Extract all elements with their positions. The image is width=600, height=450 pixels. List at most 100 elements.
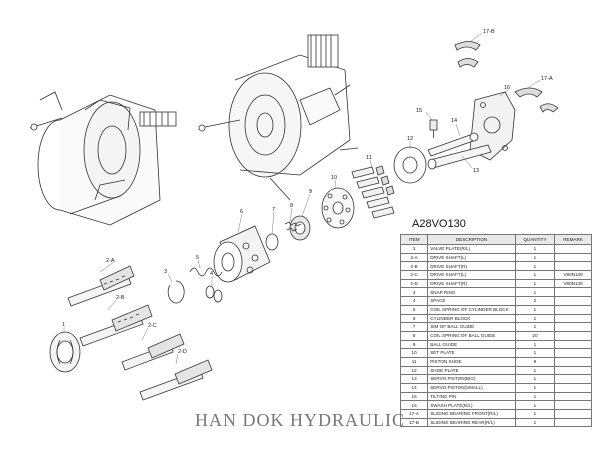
- cell-quantity: 1: [514, 383, 556, 393]
- cell-quantity: 1: [514, 278, 556, 289]
- cell-description: SET PLATE: [427, 348, 516, 358]
- cell-remark: [554, 296, 592, 306]
- sliding-bearings: [454, 41, 559, 113]
- cell-item: 2-A: [399, 252, 429, 263]
- cell-remark: [554, 374, 592, 384]
- callout-9: 9: [309, 189, 312, 195]
- callout-2a: 2-A: [106, 258, 115, 264]
- callout-2c: 2-C: [148, 323, 157, 329]
- cell-item: 10: [399, 348, 429, 358]
- cell-description: VALVE PLATE(R/L): [427, 244, 516, 254]
- cell-description: COIL SPRING OF CYLINDER BLOCK: [427, 304, 516, 315]
- cell-description: TILTING PIN: [427, 391, 516, 402]
- ball-guide-shim: [265, 233, 279, 251]
- cell-remark: [554, 365, 592, 376]
- callout-5: 5: [196, 255, 199, 261]
- ball-guide-coil-springs: [284, 221, 302, 232]
- cell-item: 11: [399, 356, 429, 367]
- drive-shaft-2a: [67, 265, 135, 307]
- cell-remark: [554, 391, 592, 402]
- callout-15: 15: [416, 108, 422, 114]
- callout-17a: 17-A: [541, 76, 553, 82]
- cell-remark: [554, 261, 592, 272]
- callout-1: 1: [62, 322, 65, 328]
- cell-quantity: 1: [514, 313, 556, 324]
- model-title: A28VO130: [412, 218, 466, 230]
- cell-item: 9: [399, 339, 429, 350]
- cell-remark: [554, 304, 592, 315]
- cell-item: 6: [399, 313, 429, 324]
- cell-quantity: 1: [514, 365, 556, 376]
- cell-description: SERVO PISTON(BIG): [427, 374, 516, 384]
- cell-item: 7: [399, 322, 429, 332]
- cell-description: DRIVE SHAFT(R): [427, 261, 516, 272]
- callout-12: 12: [407, 136, 413, 142]
- cell-remark: [554, 417, 592, 428]
- cell-item: 17-B: [399, 417, 429, 428]
- cell-item: 12: [399, 365, 429, 376]
- drive-shaft-2b: [79, 304, 153, 347]
- header-item: ITEM: [399, 234, 429, 245]
- cell-description: DRIVE SHAFT(R): [427, 278, 516, 289]
- servo-piston-big: [427, 144, 492, 170]
- cell-item: 1: [399, 244, 429, 254]
- drive-shaft-2d: [139, 359, 213, 401]
- cell-description: SERVO PISTON(SMALL): [427, 383, 516, 393]
- cell-item: 2-B: [399, 261, 429, 272]
- callout-7: 7: [272, 207, 275, 213]
- cell-item: 8: [399, 330, 429, 341]
- cell-quantity: 1: [514, 252, 556, 263]
- callout-4: 4: [210, 271, 213, 277]
- cell-item: 13: [399, 374, 429, 384]
- callout-8: 8: [290, 203, 293, 209]
- watermark: HAN DOK HYDRAULIC: [195, 410, 405, 430]
- valve-plate: [49, 331, 81, 373]
- callout-16: 16: [504, 85, 510, 91]
- header-remark: REMARK: [554, 234, 592, 245]
- cell-remark: [554, 244, 592, 254]
- callout-2b: 2-B: [116, 295, 125, 301]
- cell-description: SWASH PLATE(R/L): [427, 400, 516, 411]
- cell-description: DRIVE SHAFT(L): [427, 270, 516, 280]
- cell-remark: [554, 339, 592, 350]
- cell-description: SHOE PLATE: [427, 365, 516, 376]
- callout-10: 10: [331, 175, 337, 181]
- cell-quantity: 2: [514, 296, 556, 306]
- cell-quantity: 1: [514, 261, 556, 272]
- set-plate: [321, 187, 355, 229]
- parts-table-header: ITEM DESCRIPTION QUANTITY REMARK: [399, 234, 592, 245]
- cell-quantity: 1: [514, 244, 556, 254]
- cell-remark: [554, 287, 592, 298]
- cell-quantity: 1: [514, 339, 556, 350]
- cell-remark: [554, 313, 592, 324]
- cell-quantity: 1: [514, 287, 556, 298]
- cell-item: 3: [399, 287, 429, 298]
- cell-quantity: 20: [514, 330, 556, 341]
- cell-item: 15: [399, 391, 429, 402]
- cell-remark: [554, 383, 592, 393]
- cell-description: SNAP RING: [427, 287, 516, 298]
- cell-remark: [554, 348, 592, 358]
- cell-quantity: 1: [514, 391, 556, 402]
- cell-description: BALL GUIDE: [427, 339, 516, 350]
- ball-guide: [289, 215, 311, 241]
- header-quantity: QUANTITY: [514, 234, 556, 245]
- cell-item: 5: [399, 304, 429, 315]
- leader-lines: [63, 32, 541, 365]
- cylinder-block-coil-spring: [189, 267, 223, 277]
- callout-6: 6: [240, 209, 243, 215]
